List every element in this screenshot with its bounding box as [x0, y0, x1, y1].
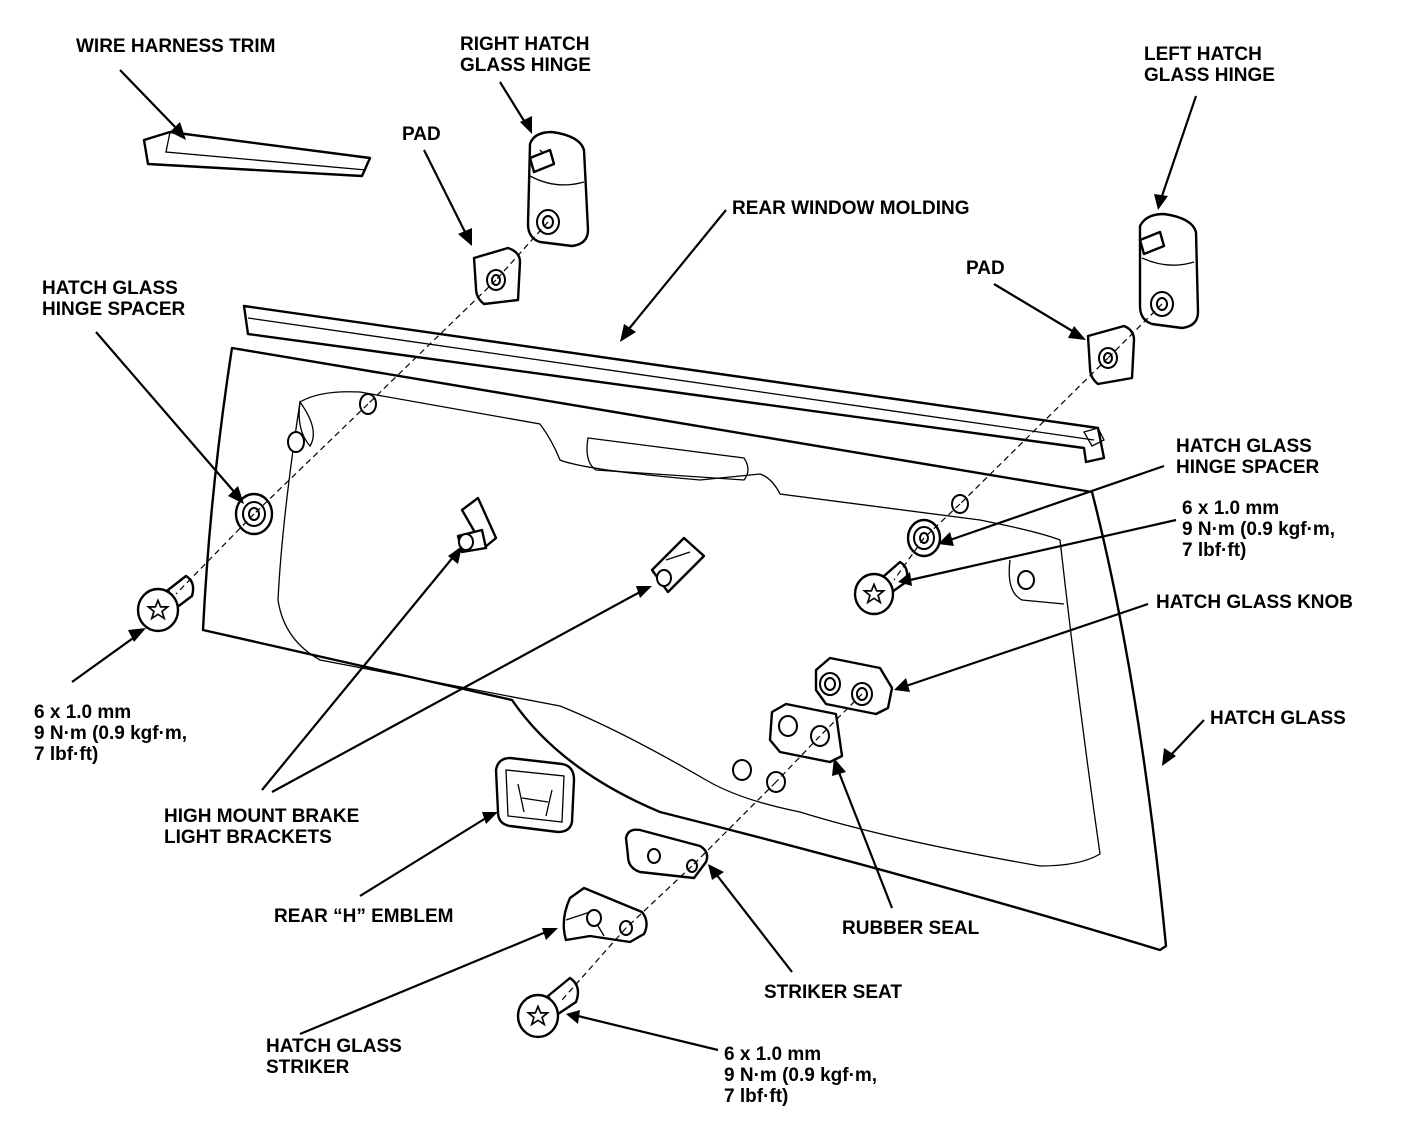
pad-right — [472, 246, 522, 306]
glass-hole-left — [287, 431, 305, 453]
wire-harness-trim — [142, 130, 372, 178]
label-rear-window-molding: REAR WINDOW MOLDING — [732, 198, 969, 219]
label-hatch-glass-hinge-spacer-right: HATCH GLASS HINGE SPACER — [42, 278, 186, 320]
right-hatch-glass-hinge — [526, 130, 590, 248]
label-hatch-glass: HATCH GLASS — [1210, 708, 1346, 729]
label-bolt-spec-left: 6 x 1.0 mm 9 N·m (0.9 kgf·m, 7 lbf·ft) — [34, 702, 192, 765]
brake-light-bracket-right — [650, 536, 706, 594]
label-pad-left: PAD — [966, 258, 1005, 279]
label-rear-h-emblem: REAR “H” EMBLEM — [274, 906, 453, 927]
rear-h-emblem — [494, 756, 576, 834]
label-hatch-glass-hinge-spacer-left: HATCH GLASS HINGE SPACER — [1176, 436, 1320, 478]
label-wire-harness-trim: WIRE HARNESS TRIM — [76, 36, 276, 57]
rubber-seal-part — [768, 702, 844, 764]
assembly-guide-lines — [175, 221, 1163, 1001]
label-bolt-spec-bottom: 6 x 1.0 mm 9 N·m (0.9 kgf·m, 7 lbf·ft) — [724, 1044, 882, 1107]
label-hatch-glass-striker: HATCH GLASS STRIKER — [266, 1036, 407, 1078]
glass-hole-lower-left — [732, 759, 752, 781]
hatch-glass-striker-part — [562, 886, 648, 944]
label-bolt-spec-upper-right: 6 x 1.0 mm 9 N·m (0.9 kgf·m, 7 lbf·ft) — [1182, 498, 1340, 561]
bolt-left — [136, 574, 195, 633]
label-high-mount-brake-light-brackets: HIGH MOUNT BRAKE LIGHT BRACKETS — [164, 806, 365, 848]
left-hatch-glass-hinge — [1138, 212, 1200, 330]
label-pad-right: PAD — [402, 124, 441, 145]
bolt-bottom — [516, 976, 580, 1039]
label-rubber-seal: RUBBER SEAL — [842, 918, 980, 939]
label-left-hatch-glass-hinge: LEFT HATCH GLASS HINGE — [1144, 44, 1275, 86]
rear-window-molding — [242, 304, 1106, 464]
label-right-hatch-glass-hinge: RIGHT HATCH GLASS HINGE — [460, 34, 595, 76]
label-hatch-glass-knob: HATCH GLASS KNOB — [1156, 592, 1353, 613]
label-striker-seat: STRIKER SEAT — [764, 982, 902, 1003]
striker-seat-part — [624, 828, 709, 880]
glass-hole-right — [1017, 570, 1035, 590]
leader-lines — [71, 69, 1205, 1052]
brake-light-bracket-left — [456, 496, 498, 554]
